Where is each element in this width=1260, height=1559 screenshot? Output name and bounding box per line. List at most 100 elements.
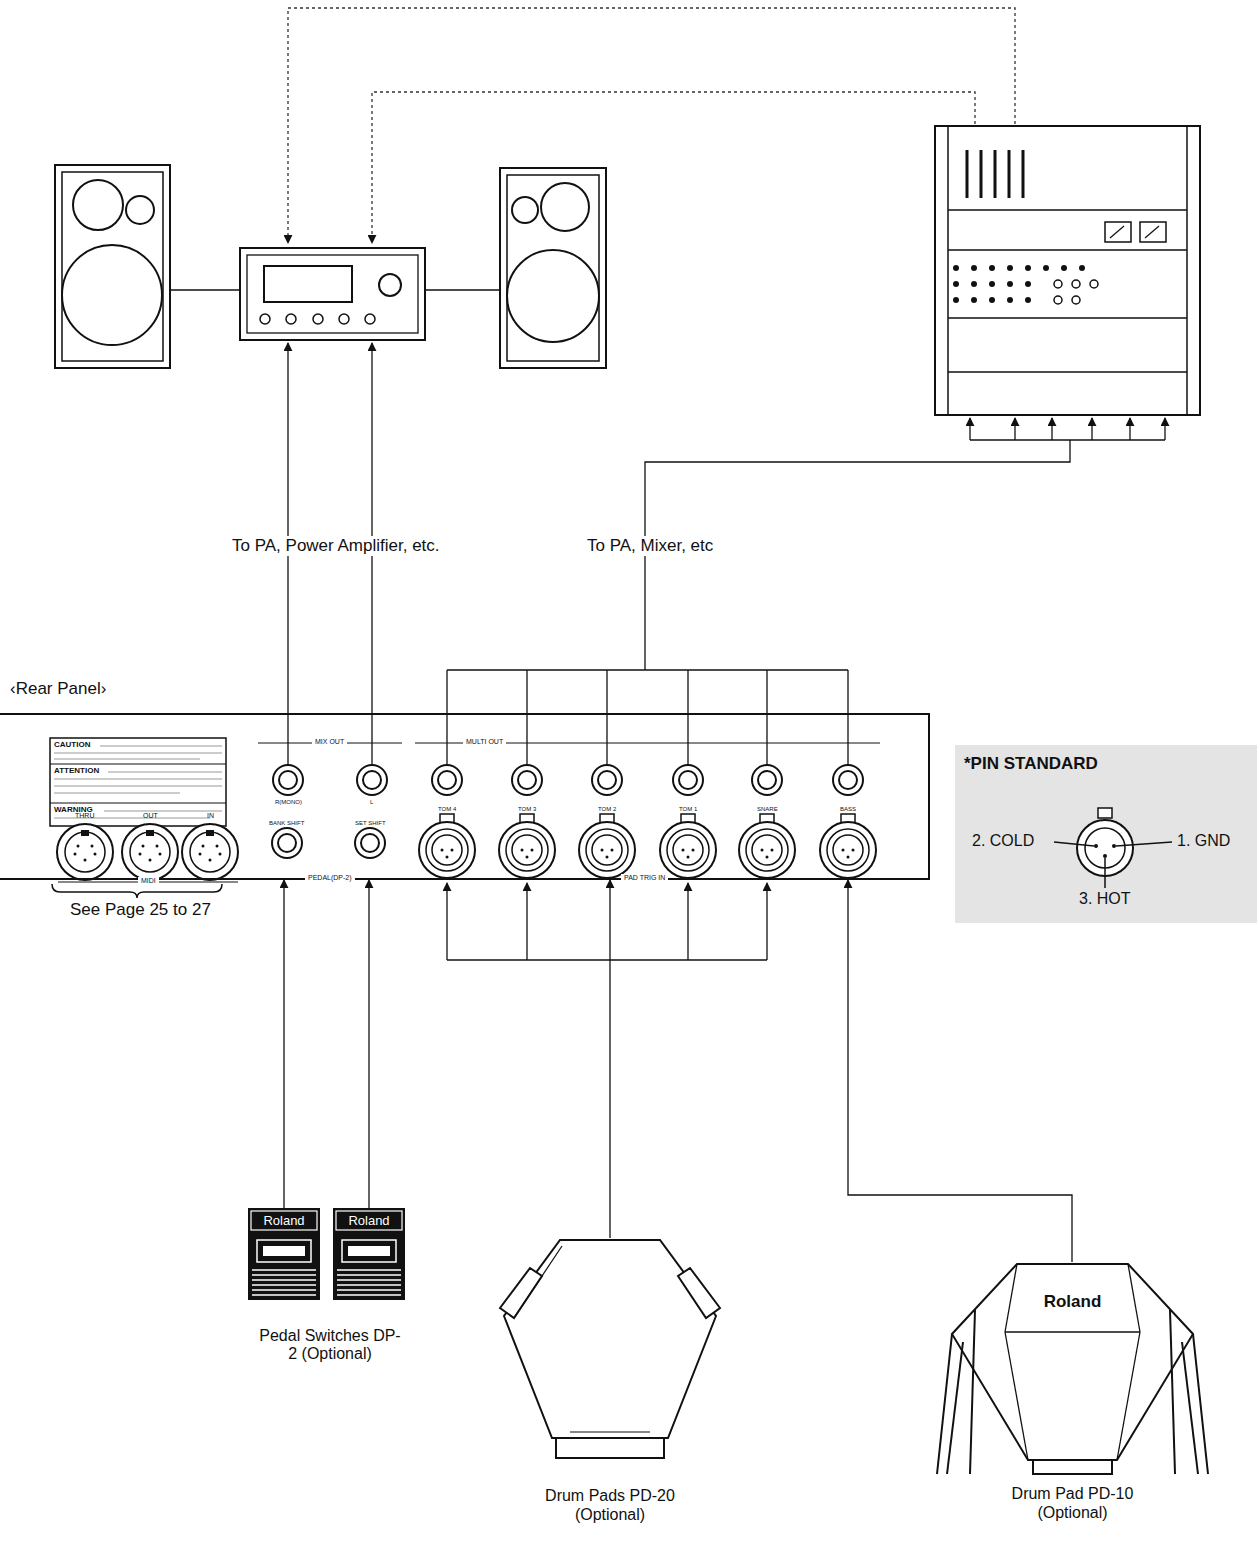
use-stroke — [820, 814, 876, 878]
use-stroke — [673, 765, 703, 795]
circle-stroke — [62, 245, 162, 345]
line-stroke — [1182, 1342, 1198, 1474]
line-stroke — [337, 1289, 401, 1291]
line-stroke — [1051, 418, 1052, 440]
use-stroke — [122, 824, 178, 880]
polyline-stroke — [288, 8, 1015, 243]
panel-label: CAUTION — [54, 740, 90, 749]
rect-stroke — [950, 278, 1040, 292]
rect-stroke — [263, 1246, 305, 1256]
rect-stroke — [950, 262, 1094, 276]
panel-label: THRU — [75, 812, 94, 820]
line-stroke — [337, 1269, 401, 1271]
line-stroke — [994, 150, 997, 198]
line-stroke — [337, 1284, 401, 1286]
panel-label: SET SHIFT — [355, 820, 386, 827]
annotation: 2. COLD — [970, 832, 1036, 850]
panel-label: ATTENTION — [54, 766, 99, 775]
circle-stroke — [1054, 280, 1062, 288]
rect-stroke — [1098, 808, 1112, 818]
line-stroke — [1005, 1331, 1140, 1332]
line-stroke — [766, 670, 767, 765]
use-stroke — [499, 814, 555, 878]
polygon-stroke — [678, 1268, 720, 1318]
circle-stroke — [339, 314, 349, 324]
line-stroke — [766, 883, 767, 960]
line-stroke — [50, 803, 226, 804]
polyline-stroke — [970, 439, 1165, 440]
line-stroke — [969, 418, 970, 440]
use-stroke — [182, 824, 238, 880]
rect-stroke — [62, 172, 163, 361]
rect-stroke — [950, 294, 1040, 308]
speaker — [55, 165, 170, 368]
panel-label: PAD TRIG IN — [621, 874, 668, 882]
line-stroke — [104, 811, 222, 812]
polygon-stroke — [500, 1268, 542, 1318]
use-stroke — [432, 765, 462, 795]
line-stroke — [447, 959, 767, 960]
panel-label: TOM 4 — [438, 806, 456, 813]
rect-stroke — [507, 175, 599, 361]
line-stroke — [847, 670, 848, 765]
circle-stroke — [260, 314, 270, 324]
line-stroke — [252, 1269, 316, 1271]
line-stroke — [252, 1294, 316, 1296]
polygon-stroke — [504, 1240, 716, 1438]
line-stroke — [170, 289, 240, 291]
panel-label: BANK SHIFT — [269, 820, 304, 827]
line-stroke — [1164, 418, 1165, 440]
line-stroke — [687, 670, 688, 765]
circle-stroke — [512, 197, 538, 223]
annotation: Pedal Switches DP-2 (Optional) — [255, 1327, 405, 1364]
line-stroke — [337, 1274, 401, 1276]
rect-stroke — [50, 738, 226, 826]
line-stroke — [252, 1289, 316, 1291]
line-stroke — [1145, 226, 1159, 238]
line-stroke — [1170, 1310, 1175, 1474]
panel-label: MIX OUT — [312, 738, 347, 746]
line-stroke — [252, 1274, 316, 1276]
rect-stroke — [240, 248, 425, 340]
use-stroke — [579, 814, 635, 878]
rect-stroke — [333, 1208, 405, 1300]
line-stroke — [1005, 1332, 1028, 1460]
polyline-stroke — [372, 92, 975, 243]
line-stroke — [446, 670, 447, 765]
circle-stroke — [313, 314, 323, 324]
node-caption: Drum Pad PD-10 (Optional) — [1000, 1484, 1145, 1522]
panel-label: PEDAL(DP-2) — [305, 874, 355, 882]
panel-label: OUT — [143, 812, 158, 820]
line-stroke — [1110, 226, 1124, 238]
circle-stroke — [1072, 296, 1080, 304]
use-stroke — [273, 765, 303, 795]
annotation: To PA, Mixer, etc — [584, 536, 716, 556]
line-stroke — [980, 150, 983, 198]
drum-pad-outline — [500, 1238, 720, 1463]
circle-stroke — [286, 314, 296, 324]
line-stroke — [425, 289, 500, 291]
pedal-switch: Roland — [333, 1208, 405, 1300]
line-stroke — [446, 883, 447, 960]
line-stroke — [337, 1279, 401, 1281]
rect-stroke — [247, 255, 418, 333]
line-stroke — [337, 1294, 401, 1296]
circle-stroke — [1094, 844, 1098, 848]
panel-label: TOM 1 — [679, 806, 697, 813]
use-stroke — [752, 765, 782, 795]
rect-stroke — [342, 1240, 396, 1262]
use-stroke — [419, 814, 475, 878]
polygon-stroke — [514, 1246, 562, 1318]
polygon-stroke — [952, 1264, 1193, 1460]
line-stroke — [1116, 842, 1172, 846]
cable-connector — [283, 880, 284, 1208]
line-stroke — [252, 1284, 316, 1286]
line-stroke — [54, 759, 200, 760]
cable-connector — [609, 880, 610, 1238]
line-stroke — [970, 1310, 975, 1474]
circle-stroke — [541, 183, 589, 231]
line-stroke — [966, 150, 969, 198]
line-stroke — [1008, 150, 1011, 198]
g-stroke — [252, 1270, 316, 1295]
use-stroke — [660, 814, 716, 878]
